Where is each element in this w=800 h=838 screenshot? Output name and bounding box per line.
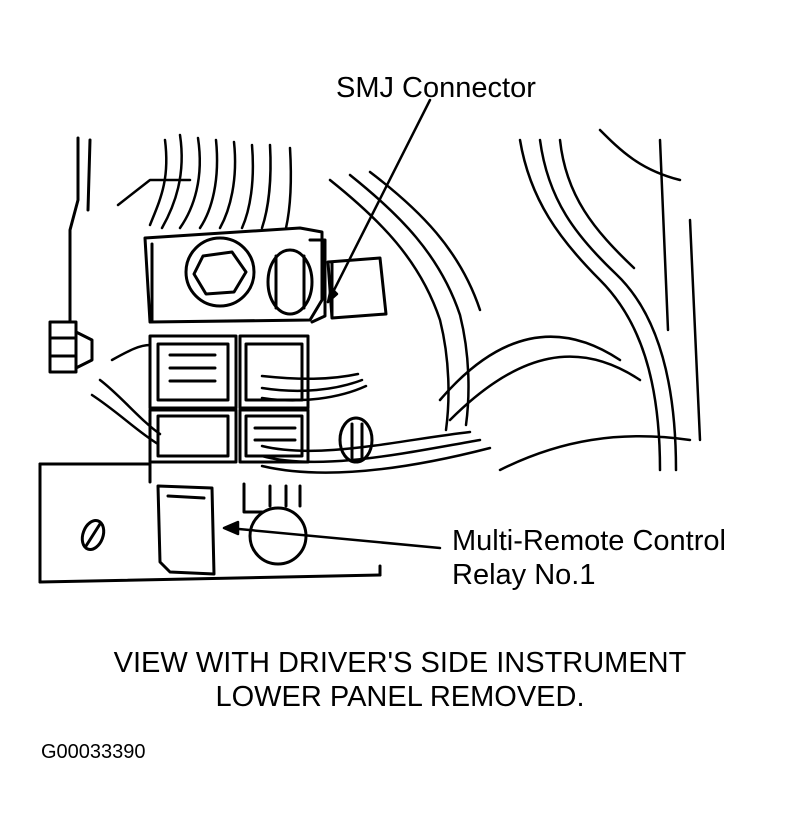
- caption-line2: LOWER PANEL REMOVED.: [215, 681, 585, 713]
- relay-callout-label: Multi-Remote Control Relay No.1: [452, 524, 726, 592]
- relay-cells: [148, 334, 310, 464]
- figure-id: G00033390: [41, 741, 146, 763]
- smj-leader-line: [326, 98, 432, 304]
- mounting-bolt: [48, 320, 94, 374]
- smj-plug: [326, 256, 388, 320]
- left-bracket: [38, 136, 382, 584]
- figure-caption: VIEW WITH DRIVER'S SIDE INSTRUMENT LOWER…: [0, 646, 800, 714]
- relay-leader-arrow: [222, 520, 240, 536]
- caption-line1: VIEW WITH DRIVER'S SIDE INSTRUMENT: [113, 647, 687, 679]
- upper-wire-bundle: [116, 133, 293, 230]
- relay-leader-line: [226, 526, 442, 550]
- smj-connector-block: [143, 226, 327, 324]
- smj-leader-arrow: [326, 286, 339, 304]
- smj-connector-label: SMJ Connector: [336, 72, 536, 104]
- leader-lines: [222, 98, 442, 550]
- multi-remote-relay: [156, 482, 302, 576]
- relay-label-line1: Multi-Remote Control: [452, 525, 726, 557]
- relay-label-line2: Relay No.1: [452, 559, 596, 591]
